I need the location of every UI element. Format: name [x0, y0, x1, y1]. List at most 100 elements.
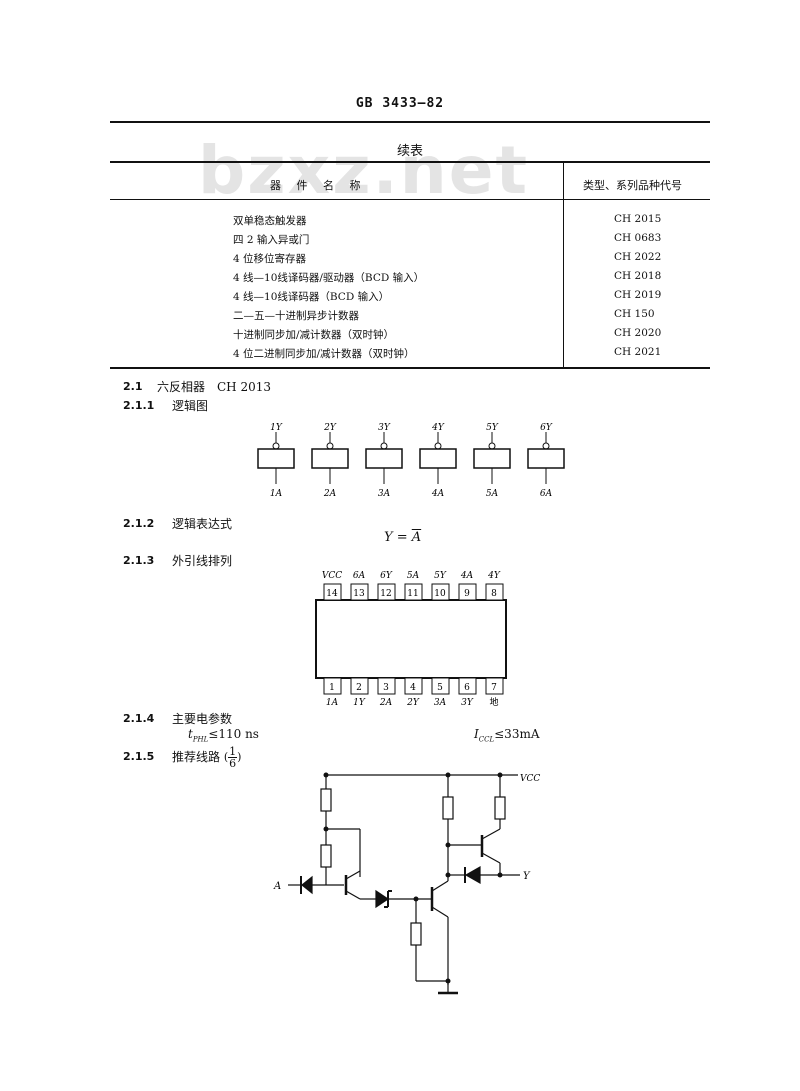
pin-label: 1Y — [353, 698, 366, 708]
inverter-gate: 2Y 2A — [311, 423, 349, 499]
section-2-1-3-number: 2.1.3 — [123, 554, 155, 567]
pin-label: 3A — [434, 698, 447, 708]
pin-label: 6A — [353, 571, 366, 581]
inverter-gate: 4Y 4A — [419, 423, 457, 499]
output-label: 3Y — [378, 423, 391, 433]
section-2-1-title: 六反相器 CH 2013 — [157, 380, 272, 394]
output-label: 2Y — [323, 423, 337, 433]
input-label: 4A — [431, 489, 445, 499]
pin-label: 6Y — [380, 571, 393, 581]
table-row-name: 双单稳态触发器 — [233, 215, 307, 227]
expression-lhs: Y — [384, 530, 393, 545]
circuit-output-label: Y — [523, 871, 531, 882]
pin-number: 14 — [326, 589, 338, 599]
output-label: 1Y — [270, 423, 283, 433]
section-2-1-1-title: 逻辑图 — [172, 399, 209, 413]
table-row-name: 4 线—10线译码器（BCD 输入） — [233, 291, 390, 303]
table-row-name: 十进制同步加/减计数器（双时钟） — [233, 329, 395, 341]
pin-label: 4Y — [487, 571, 501, 581]
pin-number: 4 — [410, 683, 416, 693]
table-row-code: CH 0683 — [614, 232, 662, 244]
pinout-diagram: VCC 14 6A 13 6Y 12 5A 11 5Y 10 4A 9 4Y 8… — [315, 571, 507, 708]
table-row-code: CH 2021 — [614, 346, 662, 358]
inverter-gate: 3Y 3A — [365, 423, 403, 499]
header-rule — [110, 121, 710, 123]
table-row-name: 4 位移位寄存器 — [233, 253, 307, 265]
expression-rhs-negated: A — [411, 530, 422, 545]
table-row-name: 二—五—十进制异步计数器 — [233, 310, 359, 322]
param-tphl: tPHL≤110 ns — [188, 727, 259, 743]
table-caption: 续表 — [396, 144, 423, 159]
inverter-gate: 6Y 6A — [527, 423, 565, 499]
logic-expression: Y = A — [384, 530, 421, 545]
resistor-r5 — [494, 796, 506, 820]
ic-body — [315, 599, 507, 679]
standard-number: GB 3433—82 — [355, 96, 445, 111]
table-bottom-rule — [110, 367, 710, 369]
param-value: ≤33mA — [494, 727, 540, 741]
pin-label: 5A — [407, 571, 420, 581]
pin-number: 6 — [464, 683, 470, 693]
param-subscript: PHL — [192, 735, 209, 744]
inverter-gate: 1Y 1A — [257, 423, 295, 499]
pin-label: 1A — [326, 698, 339, 708]
pin-label: 4A — [460, 571, 474, 581]
pin-label: 2Y — [406, 698, 420, 708]
col-header-name: 器 件 名 称 — [270, 179, 367, 192]
table-row-code: CH 2015 — [614, 213, 662, 225]
section-2-1-5-number: 2.1.5 — [123, 750, 155, 763]
top-pin-row: VCC 14 6A 13 6Y 12 5A 11 5Y 10 4A 9 4Y 8 — [322, 571, 504, 601]
pin-number: 5 — [437, 683, 443, 693]
section-2-1-number: 2.1 — [123, 380, 143, 393]
output-label: 6Y — [540, 423, 553, 433]
fraction-denominator: 6 — [229, 757, 237, 770]
pin-number: 1 — [329, 683, 335, 693]
table-row-code: CH 2022 — [614, 251, 662, 263]
param-symbol: I — [474, 727, 479, 741]
section-2-1-4-title: 主要电参数 — [172, 712, 233, 726]
series-diode — [375, 889, 390, 909]
section-2-1-2-number: 2.1.2 — [123, 517, 155, 530]
table-top-rule — [110, 161, 710, 163]
logic-diagram: 1Y 1A 2Y 2A 3Y 3A 4Y 4A 5Y 5A — [257, 423, 565, 499]
circuit-supply-label: VCC — [520, 774, 540, 784]
input-label: 3A — [378, 489, 391, 499]
table-row-code: CH 2020 — [614, 327, 662, 339]
param-subscript: CCL — [478, 735, 495, 744]
section-2-1-2-title: 逻辑表达式 — [172, 517, 233, 531]
output-diode — [464, 865, 481, 885]
table-header-rule — [110, 199, 710, 200]
input-diode — [301, 875, 313, 895]
pin-number: 12 — [380, 589, 391, 599]
table-row-name: 四 2 输入异或门 — [233, 234, 310, 246]
input-label: 2A — [323, 489, 337, 499]
output-label: 5Y — [486, 423, 499, 433]
pin-label: 5Y — [434, 571, 447, 581]
pin-label: 地 — [489, 696, 498, 708]
resistor-r1 — [320, 788, 332, 812]
pin-label: 2A — [379, 698, 393, 708]
equals-sign: = — [396, 530, 412, 545]
section-2-1-4-number: 2.1.4 — [123, 712, 155, 725]
pin-number: 10 — [434, 589, 446, 599]
recommended-circuit: A Y VCC — [273, 772, 540, 995]
pin-number: 7 — [491, 683, 497, 693]
watermark-text: bzxz.net — [198, 132, 530, 209]
resistor-r2 — [320, 844, 332, 868]
col-header-code: 类型、系列品种代号 — [583, 179, 682, 192]
input-label: 5A — [486, 489, 499, 499]
pin-number: 3 — [383, 683, 389, 693]
pin-number: 11 — [407, 589, 418, 599]
section-2-1-1-number: 2.1.1 — [123, 399, 155, 412]
table-row-code: CH 2019 — [614, 289, 662, 301]
pin-number: 13 — [353, 589, 365, 599]
pin-number: 8 — [491, 589, 497, 599]
pin-number: 2 — [356, 683, 362, 693]
inverter-gate: 5Y 5A — [473, 423, 511, 499]
table-row-name: 4 线—10线译码器/驱动器（BCD 输入） — [233, 272, 425, 284]
output-label: 4Y — [431, 423, 445, 433]
table-col-divider — [563, 162, 564, 368]
param-value: ≤110 ns — [208, 727, 259, 741]
